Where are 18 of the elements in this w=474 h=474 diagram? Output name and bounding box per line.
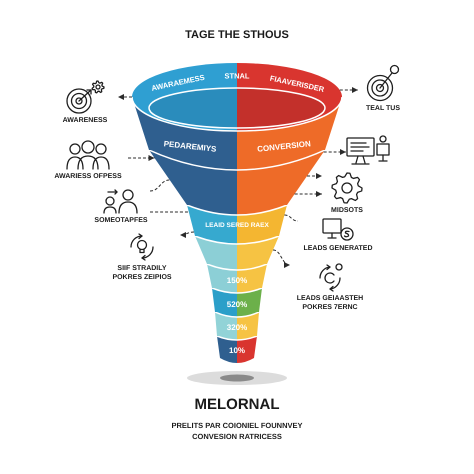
segment-label: 320%: [226, 324, 248, 332]
dashed-arrow: [339, 87, 358, 93]
segment-label: 520%: [226, 301, 248, 309]
computer-icon: [346, 134, 390, 166]
dashed-arrow: [128, 155, 155, 161]
dashed-arrow: [118, 94, 132, 100]
dashed-arrow: [180, 232, 194, 238]
dashed-arrow: [272, 250, 290, 268]
segment-label: CONVERSION: [256, 140, 312, 154]
segment-label: 150%: [226, 277, 248, 285]
segment-label: PEDAREMIYS: [163, 140, 217, 154]
dashed-arrow: [323, 149, 346, 155]
dashed-line: [150, 180, 170, 192]
dashed-arrow: [294, 191, 322, 197]
dashed-line: [284, 214, 298, 222]
title: TAGE THE STHOUS: [185, 29, 289, 42]
subheading: MELORNAL: [194, 396, 280, 414]
dashed-arrow: [306, 173, 322, 179]
